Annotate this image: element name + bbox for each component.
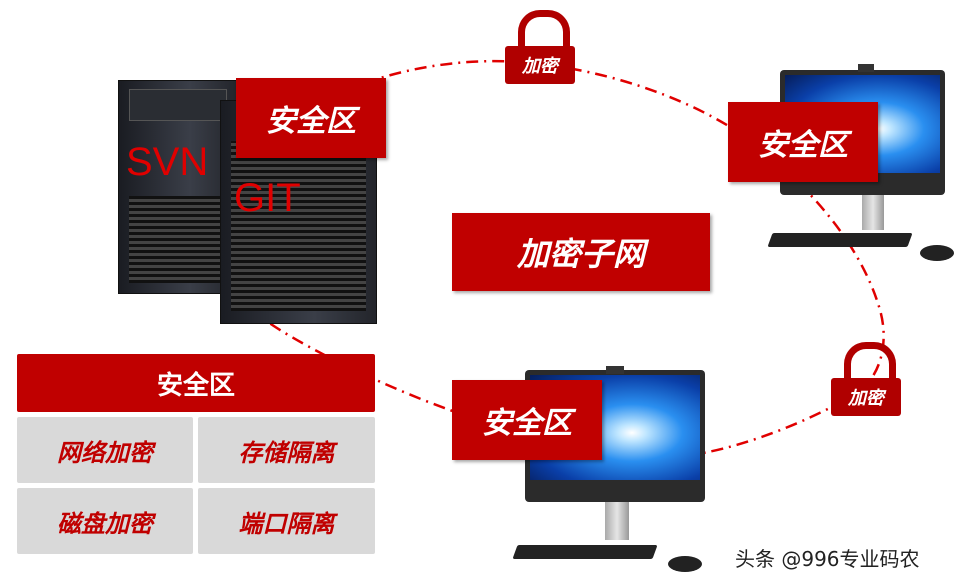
server-security-zone-label: 安全区	[236, 78, 386, 158]
feature-disk-encryption: 磁盘加密	[17, 488, 193, 554]
lock-icon: 加密	[505, 10, 575, 84]
security-panel-title: 安全区	[17, 354, 375, 412]
lock-label: 加密	[831, 378, 901, 416]
webcam	[858, 64, 874, 72]
lock-shackle	[844, 342, 896, 389]
keyboard	[767, 233, 913, 247]
lock-icon: 加密	[831, 342, 901, 416]
drive-bay	[129, 89, 227, 121]
webcam	[606, 366, 624, 374]
feature-port-isolation: 端口隔离	[198, 488, 375, 554]
mouse	[668, 556, 702, 572]
monitor-stand	[605, 502, 629, 540]
monitor-stand	[862, 195, 884, 230]
feature-network-encryption: 网络加密	[17, 417, 193, 483]
vent-grill	[129, 196, 227, 283]
watermark: 头条 @996专业码农	[735, 547, 920, 571]
vent-grill	[231, 141, 366, 311]
lock-shackle	[518, 10, 570, 57]
encrypted-subnet-label: 加密子网	[452, 213, 710, 291]
keyboard	[512, 545, 658, 559]
mouse	[920, 245, 954, 261]
lock-label: 加密	[505, 46, 575, 84]
svn-server	[118, 80, 238, 294]
feature-storage-isolation: 存储隔离	[198, 417, 375, 483]
bottom-security-zone-label: 安全区	[452, 380, 602, 460]
git-label: GIT	[234, 176, 301, 220]
top-right-security-zone-label: 安全区	[728, 102, 878, 182]
svn-label: SVN	[126, 140, 209, 184]
